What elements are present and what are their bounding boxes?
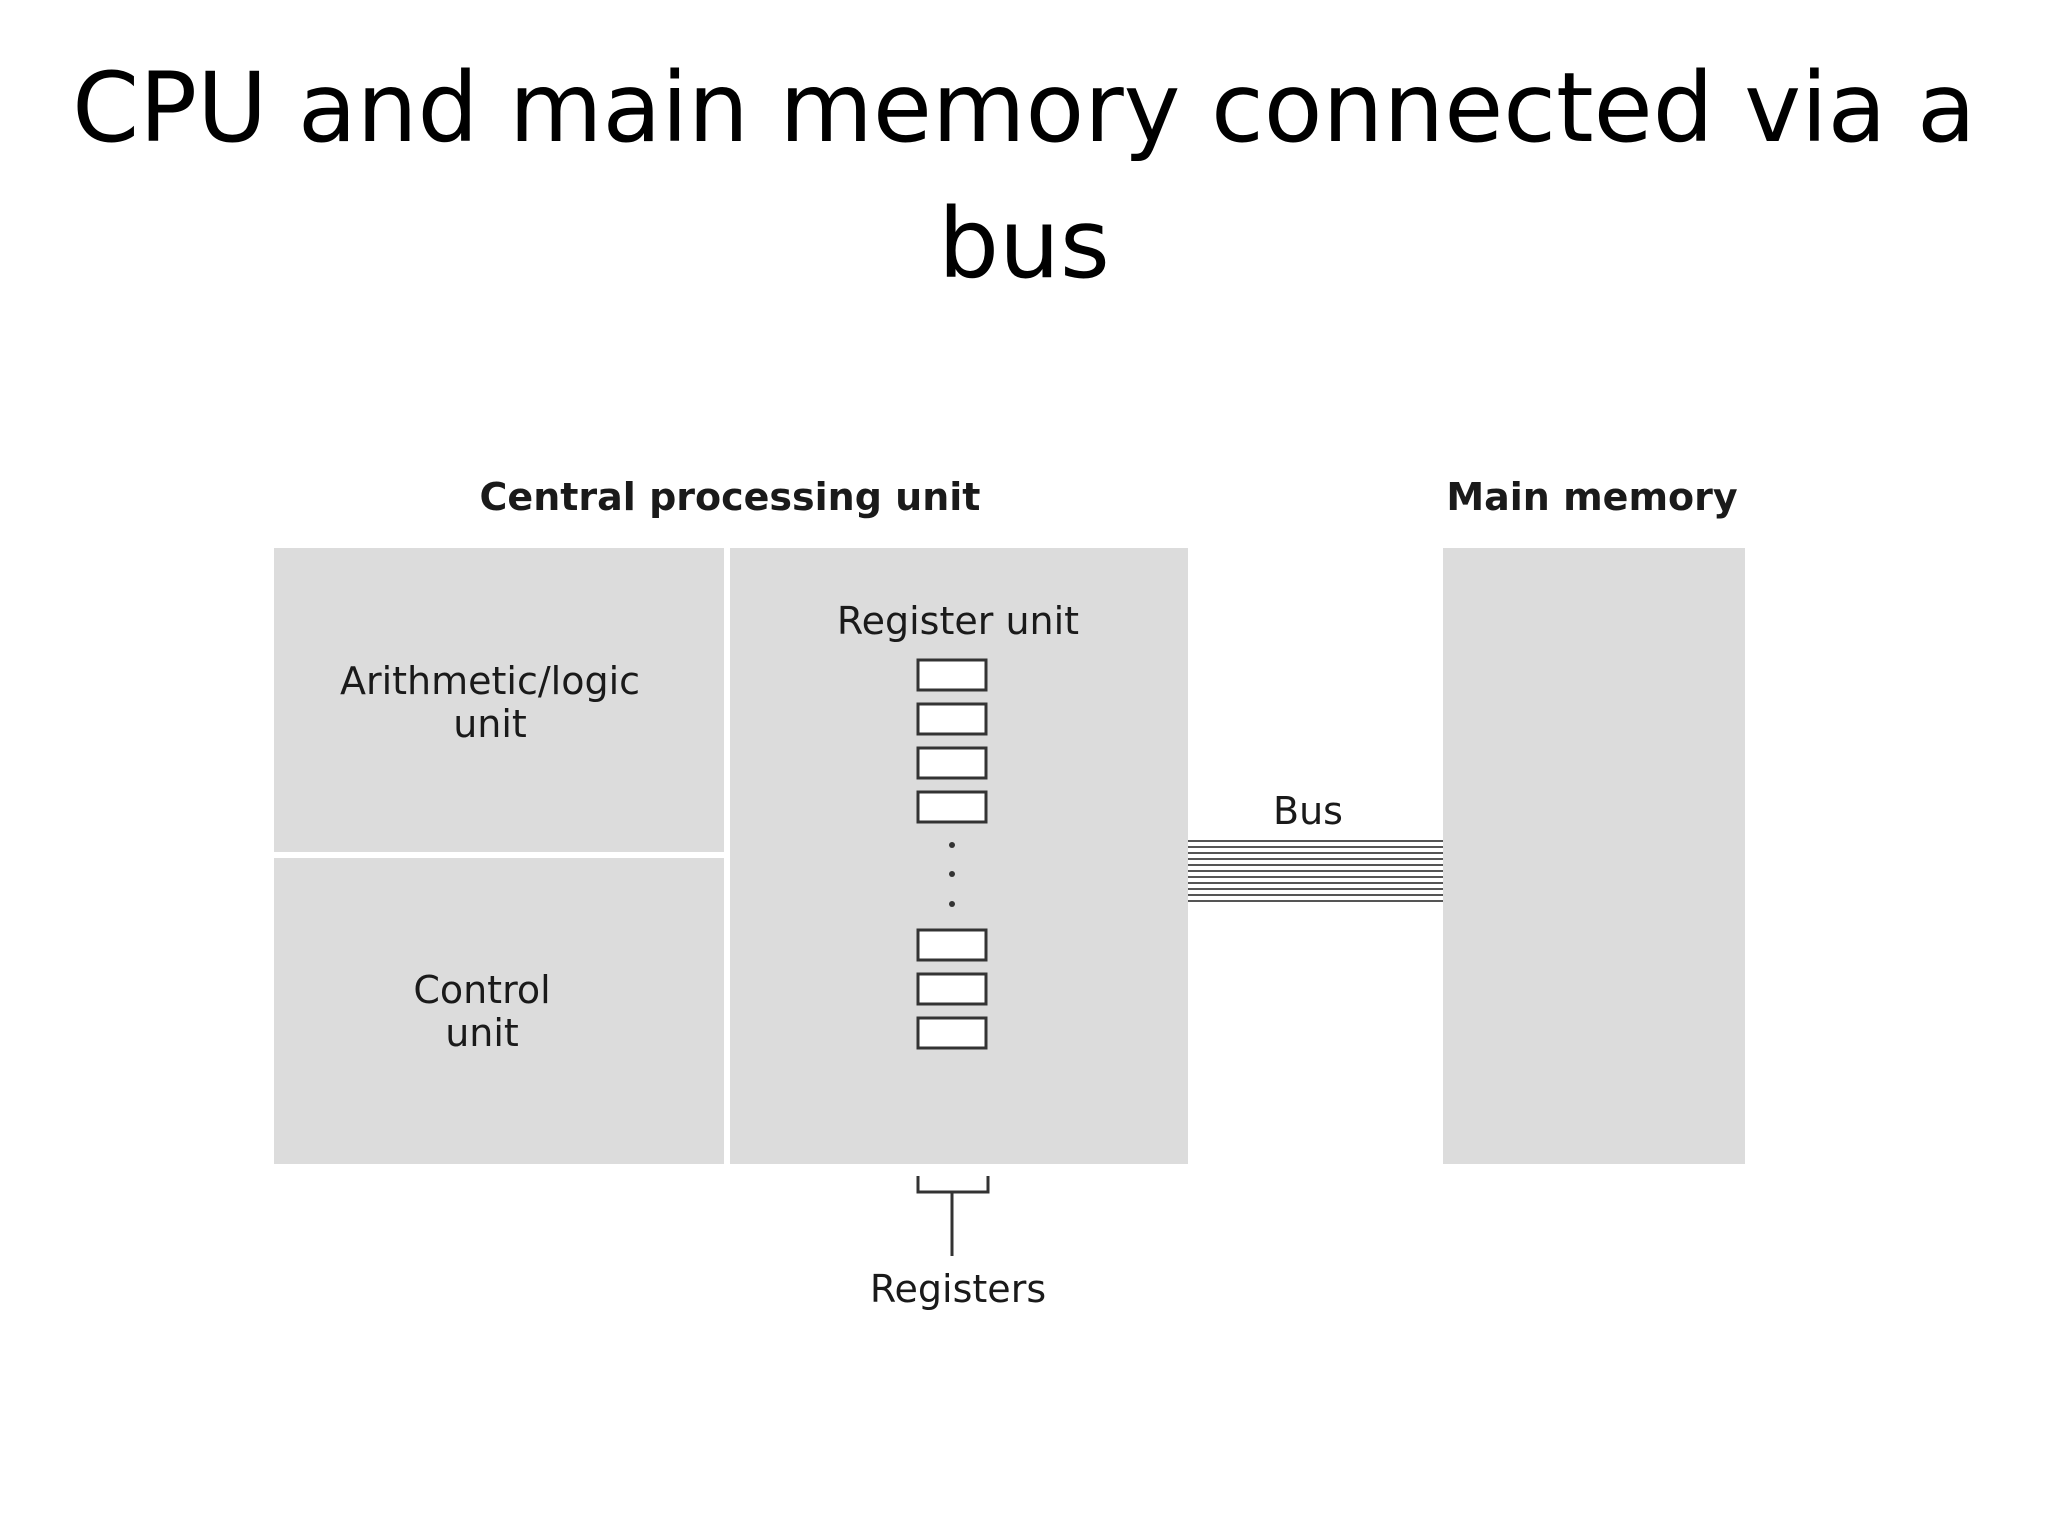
ellipsis-dot xyxy=(949,871,955,877)
registers-label: Registers xyxy=(870,1267,1046,1311)
register-box xyxy=(916,1016,988,1050)
register-box xyxy=(916,790,988,824)
main-memory-label: Main memory xyxy=(1446,475,1738,519)
register-box xyxy=(916,702,988,736)
bus-lines xyxy=(1188,840,1443,902)
bus-label: Bus xyxy=(1273,789,1343,833)
control-unit-label-line2: unit xyxy=(445,1011,519,1055)
register-unit-label: Register unit xyxy=(837,599,1079,643)
register-box xyxy=(916,658,988,692)
control-unit-label-line1: Control xyxy=(413,968,550,1012)
ellipsis-dot xyxy=(949,901,955,907)
register-unit-block xyxy=(730,548,1188,1164)
registers-bracket xyxy=(916,1176,990,1194)
register-box xyxy=(916,746,988,780)
cpu-label: Central processing unit xyxy=(480,475,981,519)
alu-label-line2: unit xyxy=(453,702,527,746)
slide-title: CPU and main memory connected via a bus xyxy=(72,52,1976,300)
ellipsis-dot xyxy=(949,842,955,848)
register-box xyxy=(916,928,988,962)
control-unit-block xyxy=(274,858,724,1164)
alu-label-line1: Arithmetic/logic xyxy=(340,659,640,703)
register-box xyxy=(916,972,988,1006)
alu-block xyxy=(274,548,724,852)
main-memory-block xyxy=(1443,548,1745,1164)
